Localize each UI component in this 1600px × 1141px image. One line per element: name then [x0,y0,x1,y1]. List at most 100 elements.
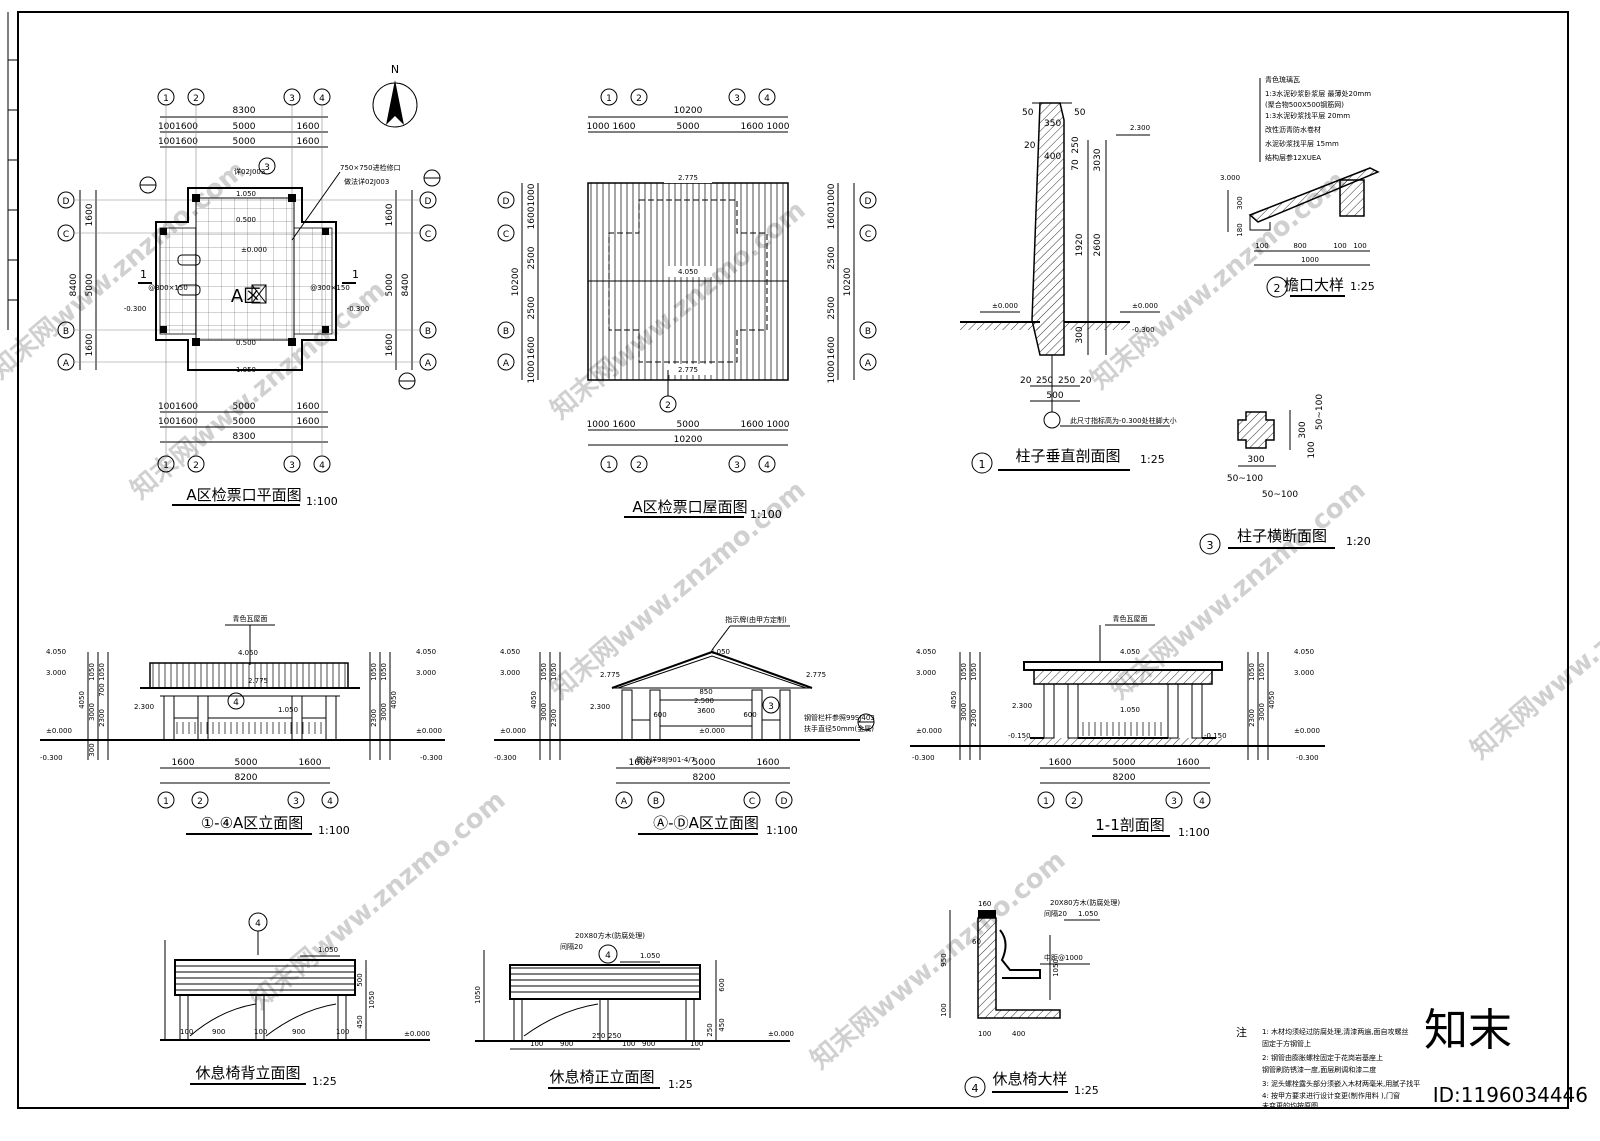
svg-text:100: 100 [1255,242,1268,250]
notes-heading: 注 [1236,1025,1247,1039]
svg-text:100: 100 [978,1030,991,1038]
svg-text:3.000: 3.000 [500,669,520,677]
svg-text:@300×150: @300×150 [148,284,188,292]
svg-text:2: 2 [193,94,199,104]
svg-text:50: 50 [1074,108,1086,118]
svg-text:1920: 1920 [1075,233,1085,256]
svg-text:3: 泥头螺栓露头部分须嵌入木材两毫米,用腻子找平: 3: 泥头螺栓露头部分须嵌入木材两毫米,用腻子找平 [1262,1079,1420,1088]
svg-text:1600: 1600 [385,333,395,356]
svg-text:1600: 1600 [629,758,652,768]
svg-text:4050: 4050 [530,691,538,709]
svg-text:1: 1 [163,461,169,471]
svg-text:5000: 5000 [677,420,700,430]
svg-text:±0.000: ±0.000 [46,727,72,735]
svg-text:4: 4 [605,951,611,961]
svg-text:50~100: 50~100 [1227,474,1263,484]
elev14-title: ①-④A区立面图 [201,814,304,832]
svg-text:1000: 1000 [767,420,790,430]
svg-text:20X80方木(防腐处理): 20X80方木(防腐处理) [1050,898,1120,907]
svg-text:做法详02J003: 做法详02J003 [344,177,389,186]
svg-text:2.775: 2.775 [600,671,620,679]
svg-text:20: 20 [1024,141,1036,151]
svg-text:1600: 1600 [85,203,95,226]
svg-text:钢管栏杆参照99SJ403: 钢管栏杆参照99SJ403 [804,713,875,722]
svg-text:0.500: 0.500 [236,339,256,347]
svg-text:2300: 2300 [1248,709,1256,727]
north-label: N [391,63,399,76]
elevation-1-4: 青色瓦屋面 4 4.050 2.775 2.300 1.050 4.050 3.… [40,614,445,837]
svg-text:2.775: 2.775 [678,174,698,182]
svg-text:8200: 8200 [1113,773,1136,783]
image-id: ID:1196034446 [1433,1083,1588,1107]
svg-text:2300: 2300 [550,709,558,727]
svg-text:3: 3 [1171,797,1177,807]
svg-text:3000: 3000 [960,703,968,721]
svg-text:2500: 2500 [827,246,837,269]
svg-text:C: C [425,230,431,240]
svg-text:-0.300: -0.300 [1296,754,1319,762]
eave-title: 檐口大样 [1284,276,1344,294]
svg-text:500: 500 [356,973,364,986]
svg-text:A: A [63,359,70,369]
svg-text:4.050: 4.050 [416,648,436,656]
svg-text:4050: 4050 [1268,691,1276,709]
svg-text:钢管刷防锈漆一度,面层刷调和漆二度: 钢管刷防锈漆一度,面层刷调和漆二度 [1262,1065,1376,1074]
svg-text:1: 1 [606,94,612,104]
svg-text:2300: 2300 [98,709,106,727]
svg-text:950: 950 [940,953,948,966]
svg-text:1: 1 [352,268,359,281]
column-vertical-section: 50 50 350 400 20 70 250 3030 1920 2600 3… [960,102,1177,474]
svg-text:@300×150: @300×150 [310,284,350,292]
svg-text:50~100: 50~100 [1315,394,1325,430]
svg-text:1600: 1600 [741,122,764,132]
svg-text:3: 3 [264,163,270,173]
svg-text:3000: 3000 [1258,703,1266,721]
svg-text:3: 3 [1207,539,1214,552]
svg-text:C: C [865,230,871,240]
svg-text:2.300: 2.300 [590,703,610,711]
svg-text:4: 4 [764,461,770,471]
svg-text:1:25: 1:25 [668,1078,693,1091]
svg-text:1050: 1050 [1258,663,1266,681]
svg-text:D: D [63,197,70,207]
svg-text:900: 900 [560,1040,573,1048]
svg-text:1050: 1050 [550,663,558,681]
svg-text:300: 300 [1298,421,1308,438]
svg-text:±0.000: ±0.000 [916,727,942,735]
svg-text:1600: 1600 [1049,758,1072,768]
svg-text:青色琉璃瓦: 青色琉璃瓦 [1265,75,1300,84]
svg-text:100: 100 [1307,441,1317,458]
svg-text:1: 1 [1043,797,1049,807]
svg-text:1000: 1000 [587,122,610,132]
svg-text:D: D [781,797,788,807]
svg-text:5000: 5000 [233,417,256,427]
svg-text:1: 1 [606,461,612,471]
svg-text:详02J003: 详02J003 [234,167,265,176]
svg-text:1600: 1600 [741,420,764,430]
svg-text:2600: 2600 [1093,233,1103,256]
svg-text:2300: 2300 [370,709,378,727]
svg-text:固定于方钢管上: 固定于方钢管上 [1262,1039,1311,1048]
svg-text:1600: 1600 [385,203,395,226]
svg-text:1050: 1050 [1248,663,1256,681]
svg-text:3: 3 [289,461,295,471]
svg-text:1.050: 1.050 [640,952,660,960]
bench-front-title: 休息椅正立面图 [549,1068,654,1086]
svg-text:4050: 4050 [390,691,398,709]
svg-text:900: 900 [642,1040,655,1048]
svg-text:1: 1 [163,94,169,104]
svg-text:350: 350 [1044,119,1061,129]
svg-text:D: D [425,197,432,207]
svg-text:10200: 10200 [843,267,853,296]
svg-text:1600: 1600 [297,122,320,132]
svg-text:4: 4 [255,919,261,929]
svg-text:4: 4 [764,94,770,104]
svg-text:A: A [621,797,628,807]
svg-text:1050: 1050 [88,663,96,681]
svg-text:4.050: 4.050 [710,648,730,656]
svg-text:5000: 5000 [85,273,95,296]
svg-text:3: 3 [768,702,774,712]
svg-text:1000: 1000 [527,360,537,383]
svg-text:1050: 1050 [370,663,378,681]
